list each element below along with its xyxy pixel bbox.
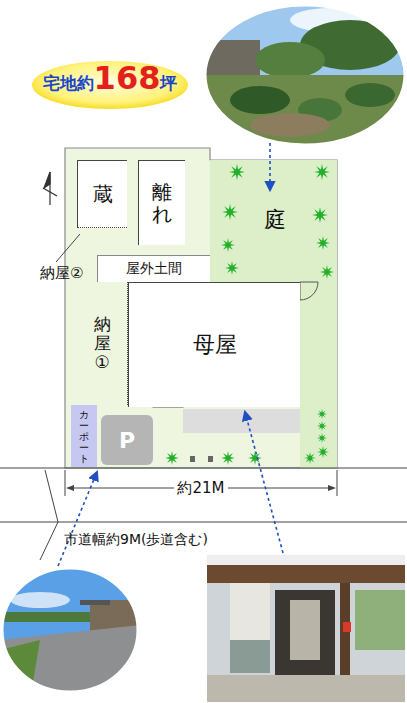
- garden-photo: [200, 0, 407, 155]
- annex-box: 離れ: [138, 160, 185, 245]
- plant-symbol: [248, 451, 262, 465]
- dimension-label: 約21M: [174, 479, 227, 498]
- plant-symbol: [165, 451, 179, 465]
- approach-paving: [183, 409, 300, 433]
- plant-symbol: [317, 446, 329, 458]
- shed-label: 納屋②: [40, 265, 55, 282]
- road-photo: [0, 565, 140, 700]
- outdoor-earthen-floor: 屋外土間: [97, 255, 210, 282]
- plant-symbol: [304, 452, 316, 464]
- north-symbol: [43, 172, 57, 205]
- gate-post: [208, 456, 213, 462]
- door-symbol: [300, 282, 318, 300]
- room-label: P: [119, 428, 135, 453]
- room-label: カーポート: [79, 409, 89, 464]
- plant-symbol: [222, 204, 238, 220]
- room-label: 離れ: [152, 181, 172, 225]
- room-label: 蔵: [93, 181, 113, 208]
- plant-symbol: [314, 164, 330, 180]
- plant-symbol: [225, 261, 239, 275]
- storehouse-box: 蔵: [77, 160, 127, 228]
- photo-frame: [205, 5, 405, 145]
- road-lines: [0, 468, 407, 560]
- plant-symbol: [221, 238, 235, 252]
- plant-symbol: [312, 207, 328, 223]
- photo-frame: [2, 568, 138, 692]
- entrance-photo: [207, 555, 405, 702]
- garden-area: 庭: [250, 195, 300, 245]
- room-label: 母屋: [193, 330, 237, 360]
- parking-box: P: [101, 415, 153, 465]
- area-number: 168: [94, 62, 161, 94]
- room-label: 屋外土間: [126, 260, 182, 278]
- area-unit: 坪: [160, 75, 177, 92]
- main-house-box: 母屋: [128, 282, 300, 407]
- room-label: 庭: [264, 205, 286, 235]
- plant-symbol: [221, 451, 235, 465]
- badge-oval: [32, 61, 188, 109]
- shed-box: 納屋①: [77, 282, 128, 405]
- area-prefix: 宅地約: [43, 75, 94, 92]
- plant-symbol: [317, 421, 327, 431]
- area-badge: 宅地約168坪: [46, 62, 174, 94]
- room-label: 納屋①: [94, 315, 111, 371]
- plant-symbol: [229, 164, 245, 180]
- plant-symbol: [316, 236, 330, 250]
- plant-symbol: [320, 265, 334, 279]
- plant-symbol: [317, 433, 327, 443]
- gate-post: [190, 456, 195, 462]
- plant-symbol: [317, 409, 327, 419]
- road-label: 市道幅約9M(歩道含む): [64, 531, 208, 549]
- leader-line: [56, 234, 80, 262]
- site-boundary: [65, 148, 337, 468]
- carport-box: カーポート: [71, 405, 97, 467]
